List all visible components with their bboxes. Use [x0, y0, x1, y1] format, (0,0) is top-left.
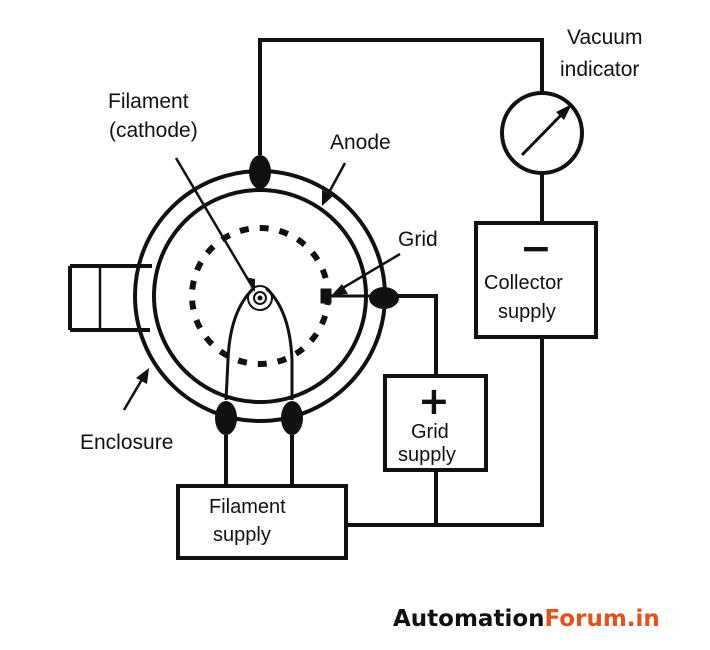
filament-cathode — [247, 285, 273, 311]
leader-arrowheads — [136, 190, 348, 384]
collector-supply-box — [474, 221, 598, 339]
leader-lines — [122, 157, 401, 411]
anode-seal — [249, 155, 271, 189]
wiring — [224, 38, 544, 527]
filament-label-line1: Filament — [108, 90, 189, 113]
enclosure-label: Enclosure — [80, 431, 173, 454]
grid-polarity-plus: + — [418, 379, 450, 423]
vacuum-indicator-meter — [500, 91, 584, 175]
collector-supply-label-line2: supply — [498, 301, 556, 323]
filament-leads — [224, 286, 294, 401]
grid-seal — [369, 287, 399, 309]
watermark-part1: Automation — [393, 606, 545, 632]
watermark-part2: Forum.in — [545, 606, 660, 632]
grid-supply-box — [383, 374, 488, 472]
enclosure-arrowhead — [136, 368, 149, 384]
anode-arrowhead — [322, 190, 333, 206]
anode-label: Anode — [330, 131, 391, 154]
grid-supply-label-line2: supply — [398, 444, 456, 466]
filament-supply-label-line1: Filament — [209, 496, 286, 518]
enclosure-tube — [68, 264, 152, 332]
vacuum-indicator-label-line1: Vacuum — [567, 26, 642, 49]
filament-seal-left — [215, 401, 237, 435]
collector-supply-label-line1: Collector — [484, 272, 563, 294]
collector-polarity-minus: − — [520, 226, 552, 270]
watermark: AutomationForum.in — [393, 606, 660, 632]
vacuum-indicator-label-line2: indicator — [560, 58, 639, 81]
grid-label: Grid — [398, 228, 438, 251]
filament-arrowhead — [245, 277, 255, 292]
filament-supply-label-line2: supply — [213, 524, 271, 546]
seals — [215, 155, 399, 435]
filament-seal-right — [281, 401, 303, 435]
grid-arrowhead — [332, 284, 348, 295]
filament-supply-box — [176, 484, 348, 560]
grid-supply-label-line1: Grid — [411, 421, 449, 443]
filament-label-line2: (cathode) — [109, 119, 198, 142]
